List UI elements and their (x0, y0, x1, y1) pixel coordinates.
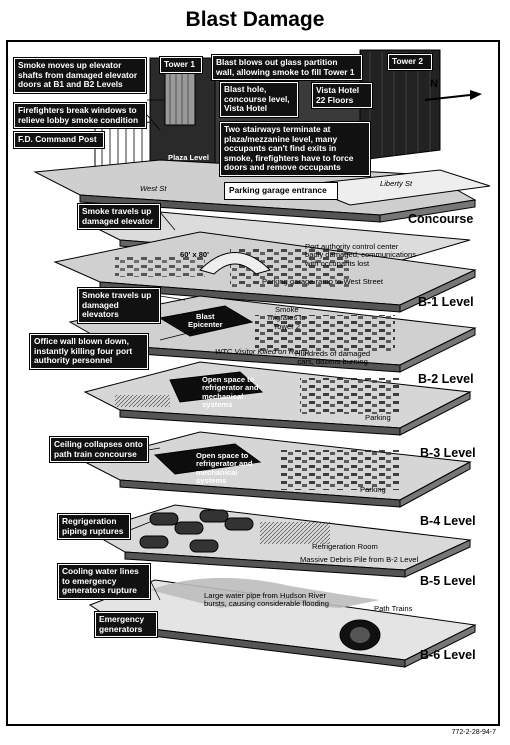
callout-blast-glass-partition: Blast blows out glass partition wall, al… (211, 54, 363, 81)
b6-slab (88, 577, 477, 668)
label-smoke-tower-2: Smoke migrates to Tower 2 (268, 305, 306, 331)
callout-refrigeration-piping: Regrigeration piping ruptures (57, 513, 131, 540)
label-plaza-level: Plaza Level (168, 153, 209, 162)
label-parking-b3: Parking (365, 413, 391, 422)
callout-command-post: F.D. Command Post (13, 131, 105, 149)
label-open-space-b3: Open space to refrigerator and mechanica… (202, 375, 259, 410)
label-open-space-b4: Open space to refrigerator and mechanica… (196, 451, 253, 486)
callout-emergency-generators: Emergency generators (94, 611, 158, 638)
b5-slab (88, 504, 472, 578)
callout-firefighters-windows: Firefighters break windows to relieve lo… (13, 102, 147, 129)
b3-slab (83, 361, 472, 436)
callout-smoke-damaged-elevator: Smoke travels up damaged elevator (77, 203, 161, 230)
b4-slab (83, 431, 472, 508)
figure-id: 772-2-28-94-7 (451, 729, 496, 736)
label-debris-pile: Massive Debris Pile from B-2 Level (300, 555, 419, 564)
open-space-b3 (169, 371, 264, 403)
callout-cooling-water: Cooling water lines to emergency generat… (57, 563, 151, 600)
label-water-pipe: Large water pipe from Hudson River burst… (204, 591, 329, 609)
label-refrigeration-room: Refrigeration Room (312, 542, 378, 551)
label-parking-ramp: Parking garage ramp to West Street (262, 277, 383, 286)
label-crater-size: 60' x 80' (180, 250, 209, 259)
level-b6: B-6 Level (420, 648, 476, 662)
label-parking-b4: Parking (360, 485, 386, 494)
callout-stairways: Two stairways terminate at plaza/mezzani… (219, 121, 371, 177)
callout-smoke-damaged-elevators: Smoke travels up damaged elevators (77, 287, 161, 324)
label-blast-epicenter: Blast Epicenter (188, 312, 223, 330)
open-space-b4 (153, 443, 262, 475)
label-port-authority: Port authority control center badly dama… (305, 242, 417, 268)
diagram-frame (6, 40, 500, 726)
callout-tower-1: Tower 1 (159, 56, 203, 74)
page-title: Blast Damage (185, 8, 325, 31)
callout-smoke-elevator-shafts: Smoke moves up elevator shafts from dama… (13, 57, 147, 94)
level-b5: B-5 Level (420, 574, 476, 588)
blast-crater-b2 (158, 305, 254, 337)
callout-blast-hole: Blast hole, concourse level, Vista Hotel (219, 81, 299, 118)
b1-slab (53, 231, 477, 313)
level-b3: B-3 Level (420, 446, 476, 460)
north-arrow-icon (424, 90, 482, 101)
label-north: N (430, 78, 438, 90)
callout-office-wall: Office wall blown down, instantly killin… (29, 333, 149, 370)
label-west-st: West St (140, 184, 167, 193)
label-wtc-visitor: WTC Visitor Killed on Ramp (215, 347, 309, 356)
level-concourse: Concourse (408, 212, 474, 226)
label-path-trains: Path Trains (374, 604, 413, 613)
level-b4: B-4 Level (420, 514, 476, 528)
callout-ceiling-collapse: Ceiling collapses onto path train concou… (49, 436, 149, 463)
callout-vista-hotel: Vista Hotel 22 Floors (311, 82, 373, 109)
b2-slab (68, 295, 477, 373)
callout-parking-entrance: Parking garage entrance (224, 182, 338, 200)
label-damaged-cars: Hundreds of damaged cars, dozens burning (295, 349, 371, 367)
level-b1: B-1 Level (418, 295, 474, 309)
level-b2: B-2 Level (418, 372, 474, 386)
refrigeration-units (139, 509, 254, 553)
callout-tower-2: Tower 2 (387, 53, 433, 71)
label-liberty-st: Liberty St (380, 179, 413, 188)
